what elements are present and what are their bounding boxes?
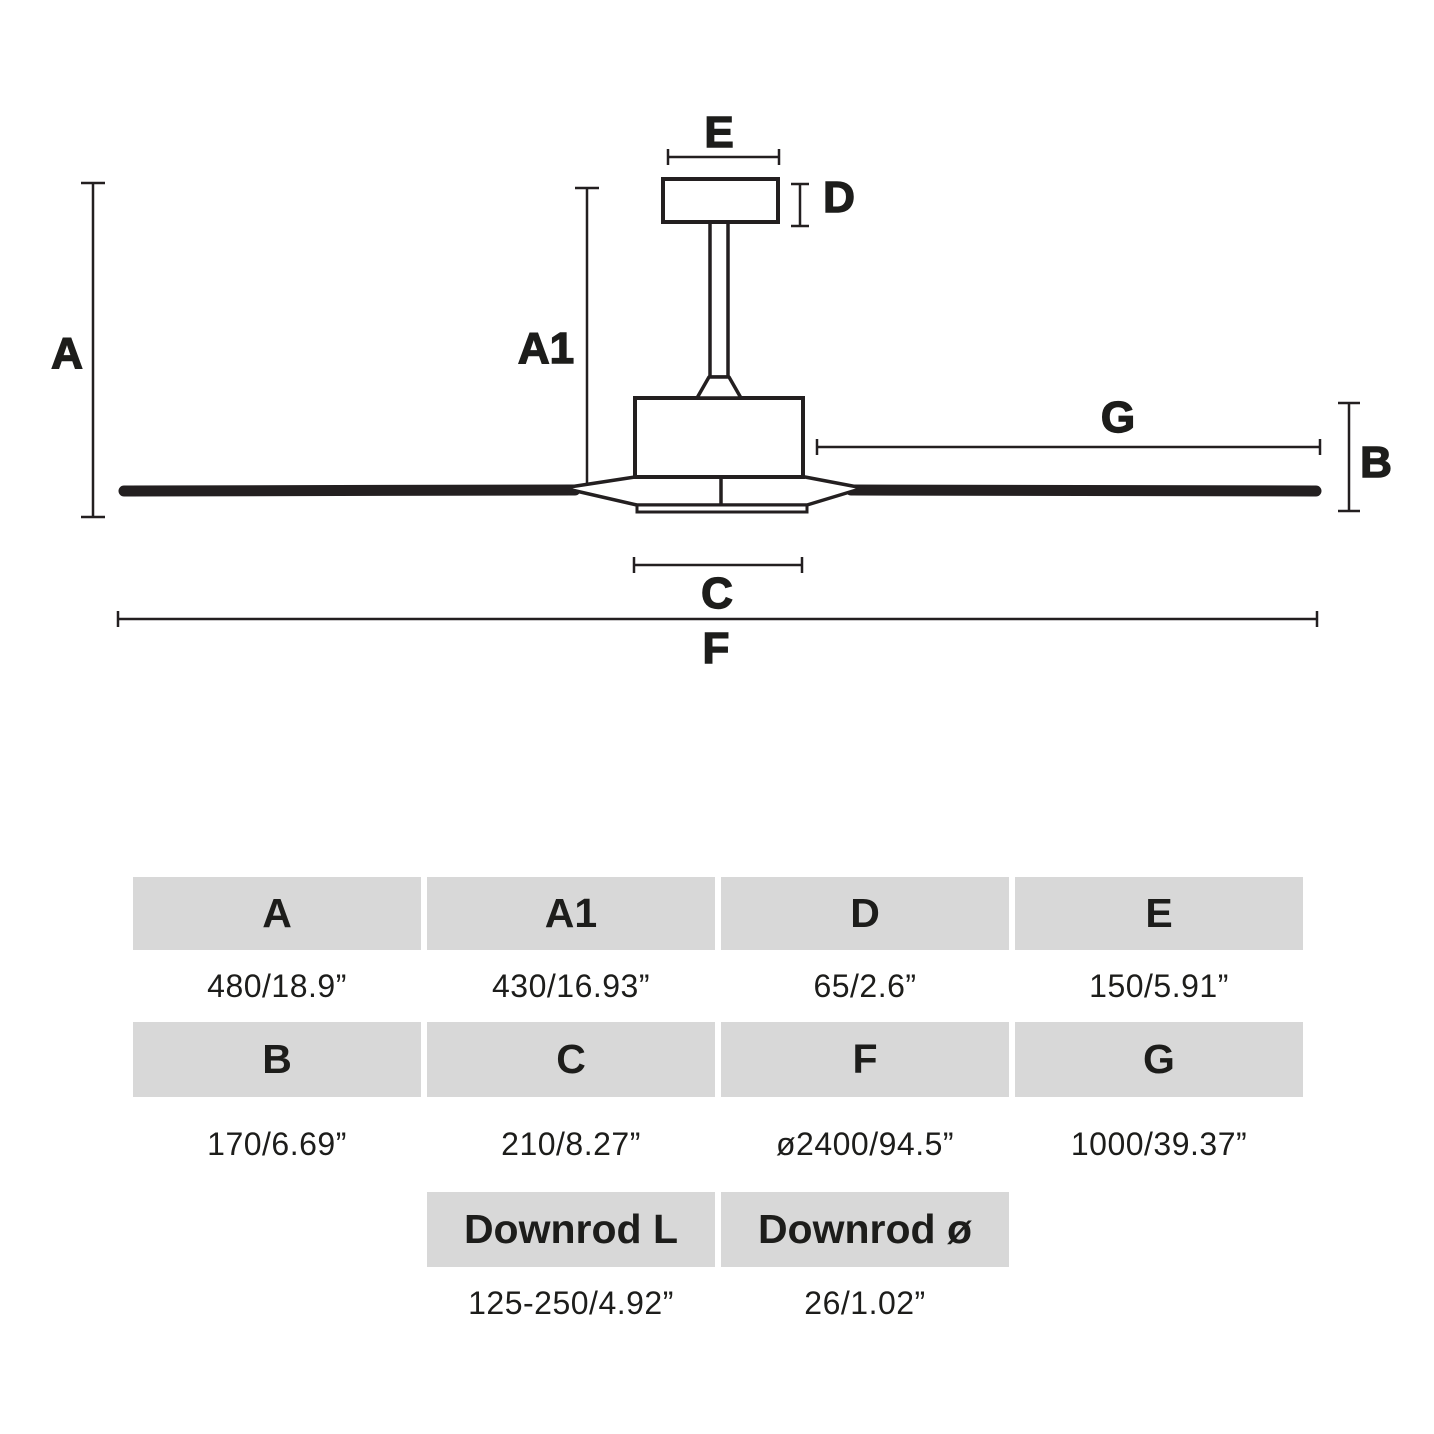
dimension-f — [116, 611, 1319, 627]
dimension-d — [791, 182, 809, 228]
value-cell-downrod-diameter: 26/1.02” — [804, 1284, 926, 1321]
dimension-e-label: E — [704, 108, 733, 157]
dimension-c — [632, 557, 804, 573]
header-cell-b: B — [133, 1022, 421, 1097]
table-header-row-2: B C F G — [133, 1022, 1303, 1097]
value-cell-downrod-l: 125-250/4.92” — [468, 1284, 674, 1321]
header-cell-e: E — [1015, 877, 1303, 950]
fan-motor-housing — [633, 396, 805, 479]
dimension-g — [815, 439, 1322, 455]
value-cell-a: 480/18.9” — [207, 967, 347, 1004]
dimension-e — [666, 149, 781, 165]
value-cell-a1: 430/16.93” — [491, 967, 650, 1004]
dimension-b — [1338, 401, 1360, 513]
table-value-row-2: 170/6.69” 210/8.27” ø2400/94.5” 1000/39.… — [133, 1097, 1303, 1192]
header-cell-a1: A1 — [427, 877, 715, 950]
value-cell-b: 170/6.69” — [207, 1126, 347, 1162]
table-header-row-3: Downrod L Downrod ø — [133, 1192, 1303, 1267]
dimension-c-label: C — [701, 569, 733, 618]
dimension-d-label: D — [823, 173, 855, 222]
dimension-f-label: F — [703, 624, 730, 673]
header-cell-f: F — [721, 1022, 1009, 1097]
header-cell-g: G — [1015, 1022, 1303, 1097]
fan-downrod-cone — [695, 375, 743, 400]
table-header-row-1: A A1 D E — [133, 877, 1303, 950]
fan-blade-right — [845, 484, 1322, 497]
table-value-row-1: 480/18.9” 430/16.93” 65/2.6” 150/5.91” — [133, 950, 1303, 1022]
header-cell-downrod-l: Downrod L — [427, 1192, 715, 1267]
fan-hub — [561, 475, 865, 507]
value-cell-e: 150/5.91” — [1089, 967, 1229, 1004]
header-cell-downrod-diameter: Downrod ø — [721, 1192, 1009, 1267]
value-cell-d: 65/2.6” — [813, 967, 917, 1004]
fan-blade-left — [118, 484, 581, 497]
dimension-table: A A1 D E 480/18.9” 430/16.93” 65/2.6” 15… — [133, 877, 1303, 1339]
header-cell-a: A — [133, 877, 421, 950]
dimension-a — [81, 181, 105, 519]
header-cell-c: C — [427, 1022, 715, 1097]
value-cell-c: 210/8.27” — [501, 1126, 641, 1162]
dimension-g-label: G — [1101, 393, 1135, 442]
table-value-row-3: 125-250/4.92” 26/1.02” — [133, 1267, 1303, 1339]
fan-diagram: A A1 E D G — [50, 107, 1392, 673]
dimension-b-label: B — [1360, 438, 1392, 487]
fan-bottom-plate — [635, 503, 809, 514]
dimension-a-label: A — [51, 329, 83, 378]
dimension-a1 — [575, 186, 599, 484]
value-cell-g: 1000/39.37” — [1070, 1126, 1248, 1162]
value-cell-f: ø2400/94.5” — [775, 1126, 955, 1162]
fan-canopy — [661, 177, 780, 224]
dimension-a1-label: A1 — [518, 324, 574, 373]
header-cell-d: D — [721, 877, 1009, 950]
fan-downrod — [708, 220, 730, 379]
